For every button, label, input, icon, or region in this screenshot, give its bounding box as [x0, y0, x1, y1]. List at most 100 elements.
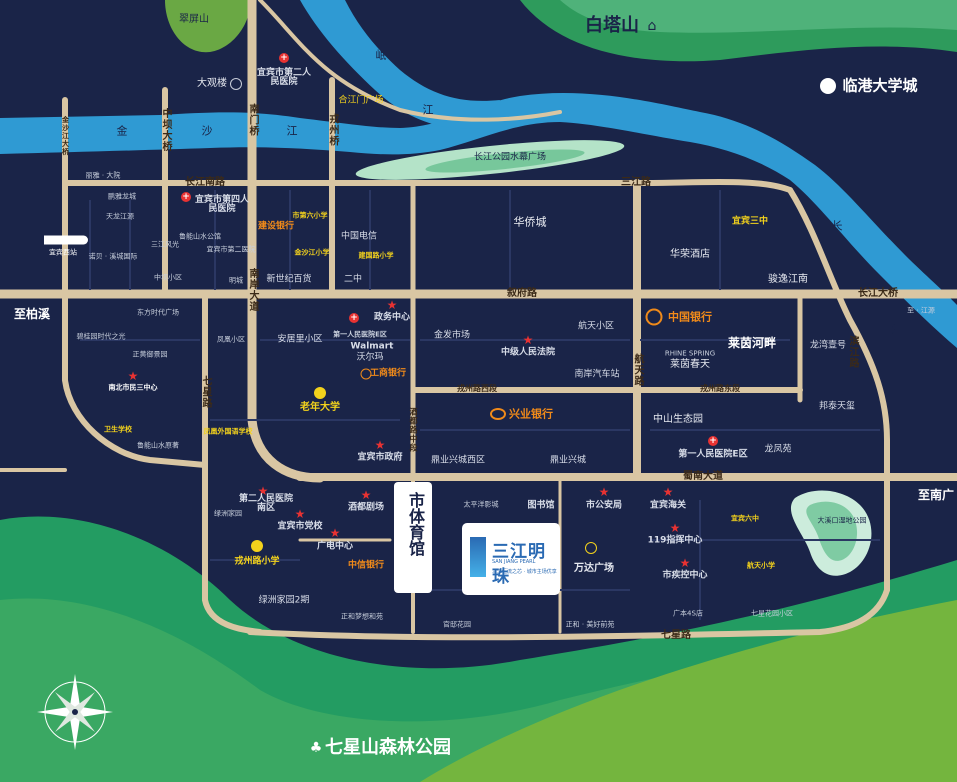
- hospital-icon: ★: [257, 484, 269, 498]
- poi-label: 建设银行: [257, 221, 295, 232]
- road-label: 叙府路: [507, 288, 537, 299]
- poi-label: 沃尔玛: [356, 352, 384, 363]
- media-icon: ★: [329, 526, 341, 540]
- poi-label: 鲁能山水公馆: [179, 232, 221, 241]
- poi-label: 合江门广场: [338, 95, 384, 106]
- cuiping-mountain-shape: [165, 0, 251, 53]
- poi-label: 正和梦想和苑: [341, 612, 383, 621]
- project-tagline: 三江汇流之芯 · 城市主场优享: [492, 569, 557, 575]
- school-label: 凤凰外国语学校: [203, 427, 253, 436]
- road-label: 酒都路中段: [409, 407, 418, 453]
- river-char: 岷: [375, 48, 387, 62]
- poi-label: 莱茵河畔: [727, 336, 777, 350]
- nanguang-label: 至南广: [917, 488, 955, 502]
- river-char: 沙: [201, 124, 213, 138]
- road-label: 中坝大桥: [160, 108, 171, 152]
- school-label: 戎州路小学: [234, 556, 280, 567]
- poi-label: 绿洲家园2期: [258, 595, 310, 606]
- project-logo-icon: [470, 537, 486, 577]
- police-icon: ★: [598, 485, 610, 499]
- poi-label: 鼎业兴城: [549, 455, 587, 466]
- river-char: 江: [286, 124, 298, 138]
- road-label: 七星路: [661, 630, 691, 641]
- school-label: 金沙江小学: [294, 248, 330, 257]
- poi-label: 宜宾西站: [49, 248, 77, 257]
- road-label: 戎州路西段: [457, 384, 497, 393]
- poi-label: 中山生态园: [653, 414, 703, 425]
- road-label: 蜀南大道: [683, 471, 723, 482]
- school-label: 建国路小学: [358, 251, 394, 260]
- poi-label: 长江公园水幕广场: [473, 152, 547, 163]
- poi-label: 第二人民医院南区: [238, 494, 293, 513]
- roads: [0, 0, 957, 641]
- road-label: 戎州路东段: [700, 384, 740, 393]
- hospital-icon: +: [181, 192, 191, 202]
- compass-icon: [37, 674, 113, 750]
- cuiping-label: 翠屏山: [179, 14, 209, 25]
- river: [0, 93, 957, 348]
- road-label: 金沙江大桥: [61, 116, 70, 156]
- road-label: 航天路: [632, 353, 643, 387]
- hospital-icon: +: [279, 53, 289, 63]
- poi-label: 三江风光: [151, 240, 179, 249]
- poi-label: 大观楼: [197, 78, 227, 89]
- road-label: 滨江路: [847, 335, 858, 369]
- poi-label: 兴业银行: [509, 407, 553, 421]
- poi-label: 正黄御景园: [132, 350, 168, 359]
- poi-label: 大溪口湿地公园: [817, 516, 867, 525]
- poi-label: 政务中心: [373, 312, 411, 323]
- pagoda-icon: ⌂: [647, 18, 657, 34]
- poi-label: 广电中心: [316, 541, 354, 552]
- poi-icon: [230, 78, 242, 90]
- road-label: 戎州桥: [327, 113, 338, 147]
- poi-label: 宜宾海关: [649, 500, 687, 511]
- minor-roads: [80, 190, 880, 620]
- poi-label: 市疾控中心: [662, 570, 708, 581]
- poi-label: Walmart: [350, 341, 394, 352]
- project-title: 三江明珠: [492, 542, 546, 587]
- school-label: 市第六小学: [292, 211, 328, 220]
- poi-label: 正和 · 美好前苑: [565, 620, 615, 629]
- poi-label: 碧桂园时代之光: [76, 332, 126, 341]
- school-icon: [251, 540, 263, 552]
- government-icon: ★: [386, 298, 398, 312]
- poi-label: 天龙江源: [106, 212, 134, 221]
- poi-label: 东方时代广场: [137, 308, 179, 317]
- poi-label: 市公安局: [585, 500, 623, 511]
- poi-label: 邦泰天玺: [818, 401, 856, 412]
- poi-label: 官邸花园: [443, 620, 471, 629]
- civic-center-icon: ★: [127, 369, 139, 383]
- bank-icon: [360, 368, 372, 380]
- river-char: 长: [831, 219, 843, 233]
- tree-icon: ♣: [309, 740, 323, 756]
- poi-label: 安居里小区: [277, 334, 323, 345]
- government-icon: ★: [374, 438, 386, 452]
- poi-label: 第一人民医院E区: [333, 330, 387, 339]
- poi-label: 南岸汽车站: [574, 369, 620, 380]
- road-label: 长江南路: [185, 177, 225, 188]
- poi-label: 工商银行: [369, 368, 407, 379]
- poi-label: 中国电信: [340, 231, 378, 242]
- poi-label: 莱茵春天: [670, 359, 710, 370]
- baixi-label: 至柏溪: [13, 307, 51, 321]
- project-card[interactable]: 三江明珠 SAN JIANG PEARL 三江汇流之芯 · 城市主场优享: [462, 523, 560, 595]
- poi-label: 二中: [343, 274, 363, 285]
- poi-label: 丽雅 · 大院: [85, 171, 121, 180]
- lvjiang-label: 至 · 江源: [907, 306, 935, 315]
- poi-label: 广本4S店: [673, 609, 703, 618]
- cdc-icon: ★: [679, 556, 691, 570]
- school-label: 航天小学: [747, 561, 775, 570]
- school-label: 老年大学: [300, 402, 340, 413]
- court-icon: ★: [522, 333, 534, 347]
- poi-label: 中级人民法院: [500, 347, 556, 358]
- road-label: 三江路: [621, 177, 651, 188]
- poi-label: 鲁能山水原著: [137, 441, 179, 450]
- road-label: 南岸大道: [247, 268, 258, 312]
- poi-label: 宜宾市政府: [357, 452, 403, 463]
- school-icon: [314, 387, 326, 399]
- road-label: 七星路: [200, 375, 211, 409]
- poi-label: 第一人民医院E区: [678, 449, 748, 460]
- poi-label: 鹏雅龙城: [108, 192, 136, 201]
